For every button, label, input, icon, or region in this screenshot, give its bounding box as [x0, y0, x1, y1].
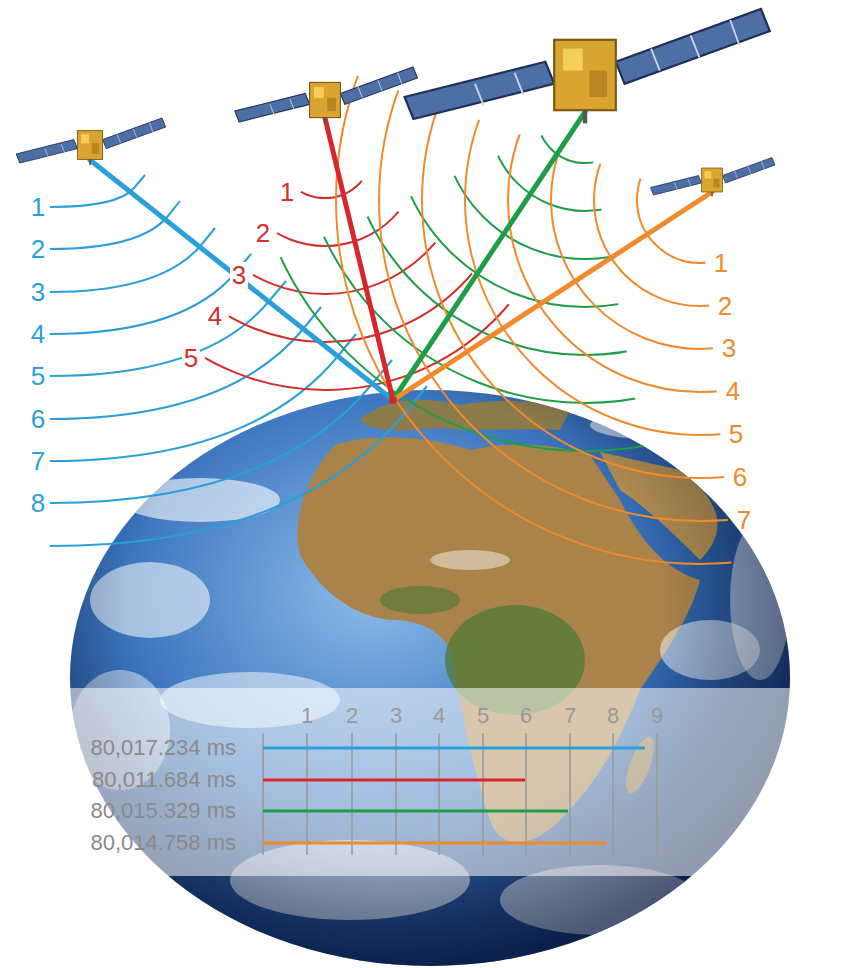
- time-bar: [263, 747, 645, 750]
- time-bar: [263, 810, 568, 813]
- travel-time: 80,011.684 ms: [90, 769, 238, 791]
- wavefront-number: 8: [29, 490, 47, 516]
- time-bar: [263, 779, 525, 782]
- time-axis-number: 5: [475, 705, 491, 727]
- travel-time: 80,014.758 ms: [88, 832, 238, 854]
- red-wavefronts: [85, 0, 565, 390]
- wavefront-number: 1: [29, 194, 47, 220]
- signal-rays: [90, 112, 712, 400]
- wavefront-number: 5: [29, 363, 47, 389]
- time-axis-number: 6: [518, 705, 534, 727]
- time-axis-number: 8: [605, 705, 621, 727]
- blue-wavefronts: [50, 175, 427, 546]
- time-grid: [263, 733, 657, 855]
- receiver-point: [389, 396, 397, 404]
- wavefront-number: 4: [29, 321, 47, 347]
- time-axis-number: 2: [344, 705, 360, 727]
- wavefront-number: 3: [29, 279, 47, 305]
- time-axis-number: 7: [562, 705, 578, 727]
- green-wavefronts: [249, 0, 868, 451]
- wavefront-number: 7: [29, 448, 47, 474]
- orange-wavefronts: [336, 0, 868, 564]
- wavefront-number: 6: [29, 406, 47, 432]
- earth: [70, 390, 790, 966]
- time-axis-number: 9: [649, 705, 665, 727]
- wavefront-number: 6: [731, 464, 749, 490]
- timing-panel: [0, 688, 868, 876]
- travel-time: 80,015.329 ms: [88, 800, 238, 822]
- wavefront-number: 4: [724, 378, 742, 404]
- wavefront-number: 5: [727, 421, 745, 447]
- earth-globe: [70, 390, 790, 966]
- wavefront-number: 2: [254, 220, 272, 246]
- satellite: [16, 118, 165, 165]
- signal-ray: [393, 112, 585, 400]
- wavefront-number: 1: [712, 250, 730, 276]
- signal-ray: [90, 160, 393, 400]
- time-bars: [263, 748, 645, 843]
- wavefront-number: 5: [182, 345, 200, 371]
- wavefront-number: 7: [735, 507, 753, 533]
- wavefront-number: 3: [230, 262, 248, 288]
- travel-time: 80,017.234 ms: [88, 737, 238, 759]
- time-axis-number: 3: [388, 705, 404, 727]
- satellite: [651, 158, 776, 197]
- satellite: [235, 67, 418, 124]
- wavefront-number: 2: [716, 293, 734, 319]
- time-axis-number: 4: [431, 705, 447, 727]
- signal-ray: [325, 118, 393, 400]
- wavefront-number: 2: [29, 236, 47, 262]
- wavefront-number: 4: [206, 303, 224, 329]
- signal-ray: [393, 192, 712, 400]
- time-bar: [263, 842, 606, 845]
- earth-shading: [70, 390, 790, 966]
- satellite: [405, 9, 770, 123]
- wavefront-number: 3: [720, 335, 738, 361]
- wavefront-number: 1: [278, 179, 296, 205]
- time-axis-number: 1: [299, 705, 315, 727]
